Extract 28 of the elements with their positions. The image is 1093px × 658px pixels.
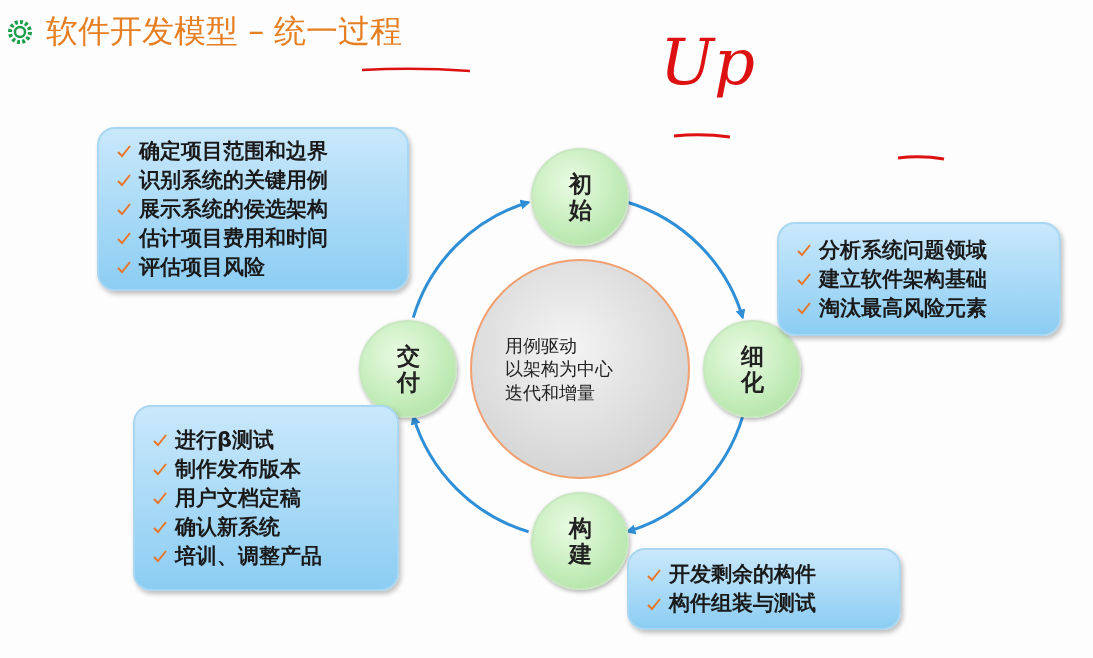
phase-label: 初始 [568,170,592,224]
task-list-box [97,127,409,291]
task-list-box [627,548,901,630]
task-text: 确认新系统 [175,513,280,541]
task-text: 用户文档定稿 [175,484,301,512]
task-text: 评估项目风险 [139,253,265,281]
phase-label: 细化 [740,342,764,396]
task-text: 确定项目范围和边界 [139,137,328,165]
task-list-box [133,405,399,591]
task-text: 展示系统的侯选架构 [139,195,328,223]
task-text: 开发剩余的构件 [669,561,816,588]
task-text: 培训、调整产品 [175,542,322,570]
phase-label: 构建 [568,514,592,568]
task-text: 建立软件架构基础 [819,265,987,293]
title: 软件开发模型 – 统一过程 [46,11,403,52]
task-text: 分析系统问题领域 [819,236,987,264]
task-text: 淘汰最高风险元素 [819,294,987,322]
task-text: 进行β测试 [175,426,275,454]
task-text: 估计项目费用和时间 [139,224,328,252]
principle-text: 以架构为中心 [505,357,614,381]
arrow [411,200,531,319]
task-text: 构件组装与测试 [669,590,816,617]
phase-label: 交付 [396,342,420,396]
principle-text: 迭代和增量 [505,380,596,405]
task-text: 识别系统的关键用例 [139,166,328,194]
principle-text: 用例驱动 [505,333,578,358]
task-text: 制作发布版本 [175,455,301,483]
task-list-box [777,222,1061,336]
